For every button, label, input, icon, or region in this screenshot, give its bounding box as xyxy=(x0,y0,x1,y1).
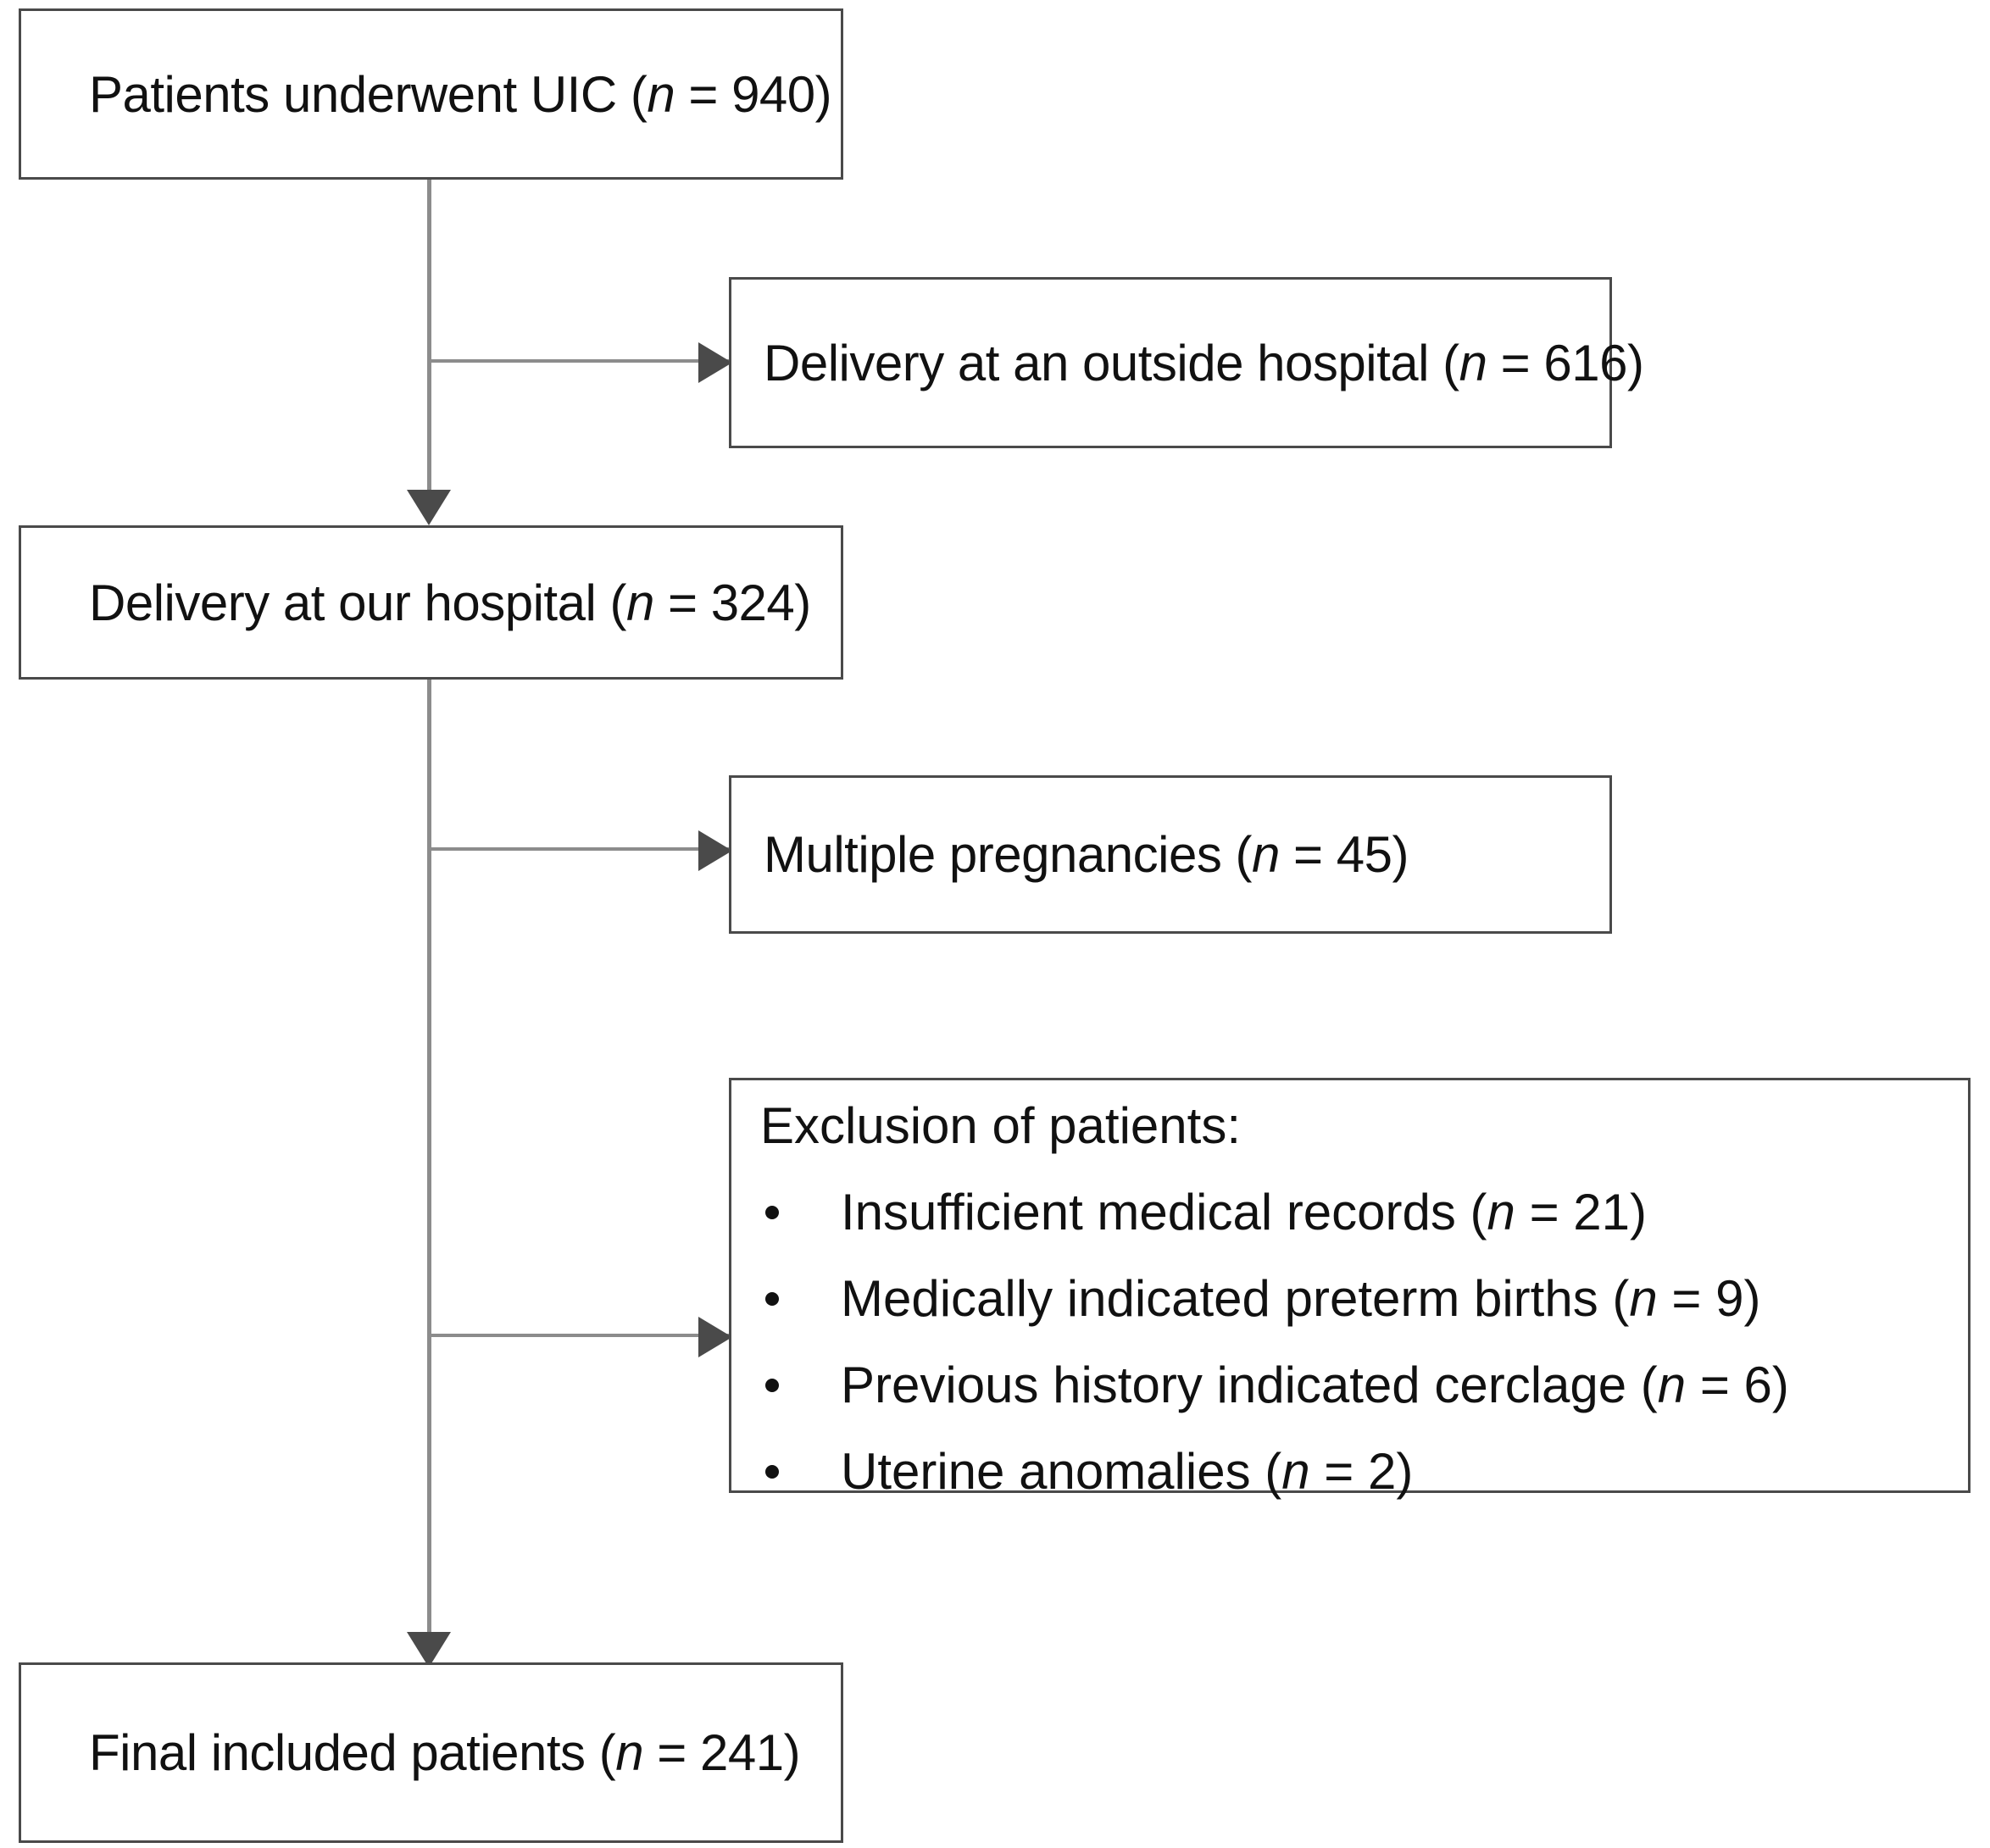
arrowhead-into-our-hospital xyxy=(407,490,451,525)
final-text-after: = 241) xyxy=(643,1724,801,1781)
list-item: Medically indicated preterm births (n = … xyxy=(760,1274,1968,1324)
node-final-included-patients-label: Final included patients (n = 241) xyxy=(21,1723,801,1782)
excl-0-text-after: = 21) xyxy=(1515,1184,1648,1240)
final-text-before: Final included patients ( xyxy=(89,1724,616,1781)
outside-text-after: = 616) xyxy=(1487,334,1644,391)
multiple-text-after: = 45) xyxy=(1279,826,1409,883)
arrowhead-into-exclusion xyxy=(698,1317,732,1357)
exclusion-list: Insufficient medical records (n = 21) Me… xyxy=(760,1187,1968,1497)
connector-branch-multiple-pregnancies xyxy=(427,847,731,851)
excl-2-text-before: Previous history indicated cerclage ( xyxy=(841,1357,1658,1413)
excl-0-text-before: Insufficient medical records ( xyxy=(841,1184,1487,1240)
multiple-text-before: Multiple pregnancies ( xyxy=(764,826,1252,883)
node-multiple-pregnancies: Multiple pregnancies (n = 45) xyxy=(729,775,1612,934)
final-n-variable: n xyxy=(615,1724,644,1781)
node-patients-underwent-uic: Patients underwent UIC (n = 940) xyxy=(19,8,843,180)
bullet-icon xyxy=(765,1465,779,1479)
our-n-variable: n xyxy=(625,574,654,631)
excl-3-n-variable: n xyxy=(1281,1443,1310,1500)
node-final-included-patients: Final included patients (n = 241) xyxy=(19,1662,843,1843)
exclusion-heading: Exclusion of patients: xyxy=(760,1097,1241,1154)
connector-branch-exclusion xyxy=(427,1334,731,1337)
uic-n-variable: n xyxy=(647,65,675,123)
arrowhead-into-outside-hospital xyxy=(698,342,732,383)
arrowhead-into-final-included xyxy=(407,1632,451,1668)
exclusion-content: Exclusion of patients: Insufficient medi… xyxy=(731,1080,1968,1497)
excl-1-n-variable: n xyxy=(1629,1270,1658,1327)
excl-1-text-after: = 9) xyxy=(1657,1270,1761,1327)
uic-text-before: Patients underwent UIC ( xyxy=(89,65,648,123)
excl-2-text-after: = 6) xyxy=(1686,1357,1789,1413)
connector-trunk-uic-to-our xyxy=(427,180,431,491)
connector-trunk-our-to-final xyxy=(427,680,431,1635)
bullet-icon xyxy=(765,1379,779,1392)
node-multiple-pregnancies-label: Multiple pregnancies (n = 45) xyxy=(731,825,1409,884)
node-delivery-at-outside-hospital: Delivery at an outside hospital (n = 616… xyxy=(729,277,1644,448)
list-item: Uterine anomalies (n = 2) xyxy=(760,1446,1968,1497)
list-item: Insufficient medical records (n = 21) xyxy=(760,1187,1968,1238)
node-patients-underwent-uic-label: Patients underwent UIC (n = 940) xyxy=(21,65,832,124)
excl-3-text-before: Uterine anomalies ( xyxy=(841,1443,1282,1500)
arrowhead-into-multiple-pregnancies xyxy=(698,830,732,871)
uic-text-after: = 940) xyxy=(675,65,832,123)
bullet-icon xyxy=(765,1292,779,1306)
our-text-before: Delivery at our hospital ( xyxy=(89,574,626,631)
excl-2-n-variable: n xyxy=(1657,1357,1687,1413)
list-item: Previous history indicated cerclage (n =… xyxy=(760,1360,1968,1411)
node-delivery-at-outside-hospital-label: Delivery at an outside hospital (n = 616… xyxy=(731,334,1644,392)
multiple-n-variable: n xyxy=(1251,826,1280,883)
outside-n-variable: n xyxy=(1459,334,1487,391)
excl-0-n-variable: n xyxy=(1487,1184,1515,1240)
excl-1-text-before: Medically indicated preterm births ( xyxy=(841,1270,1630,1327)
node-delivery-at-our-hospital-label: Delivery at our hospital (n = 324) xyxy=(21,574,811,632)
bullet-icon xyxy=(765,1206,779,1219)
node-exclusion-of-patients: Exclusion of patients: Insufficient medi… xyxy=(729,1078,1971,1497)
outside-text-before: Delivery at an outside hospital ( xyxy=(764,334,1459,391)
node-delivery-at-our-hospital: Delivery at our hospital (n = 324) xyxy=(19,525,843,680)
excl-3-text-after: = 2) xyxy=(1309,1443,1414,1500)
connector-branch-outside-hospital xyxy=(427,359,731,363)
our-text-after: = 324) xyxy=(653,574,811,631)
